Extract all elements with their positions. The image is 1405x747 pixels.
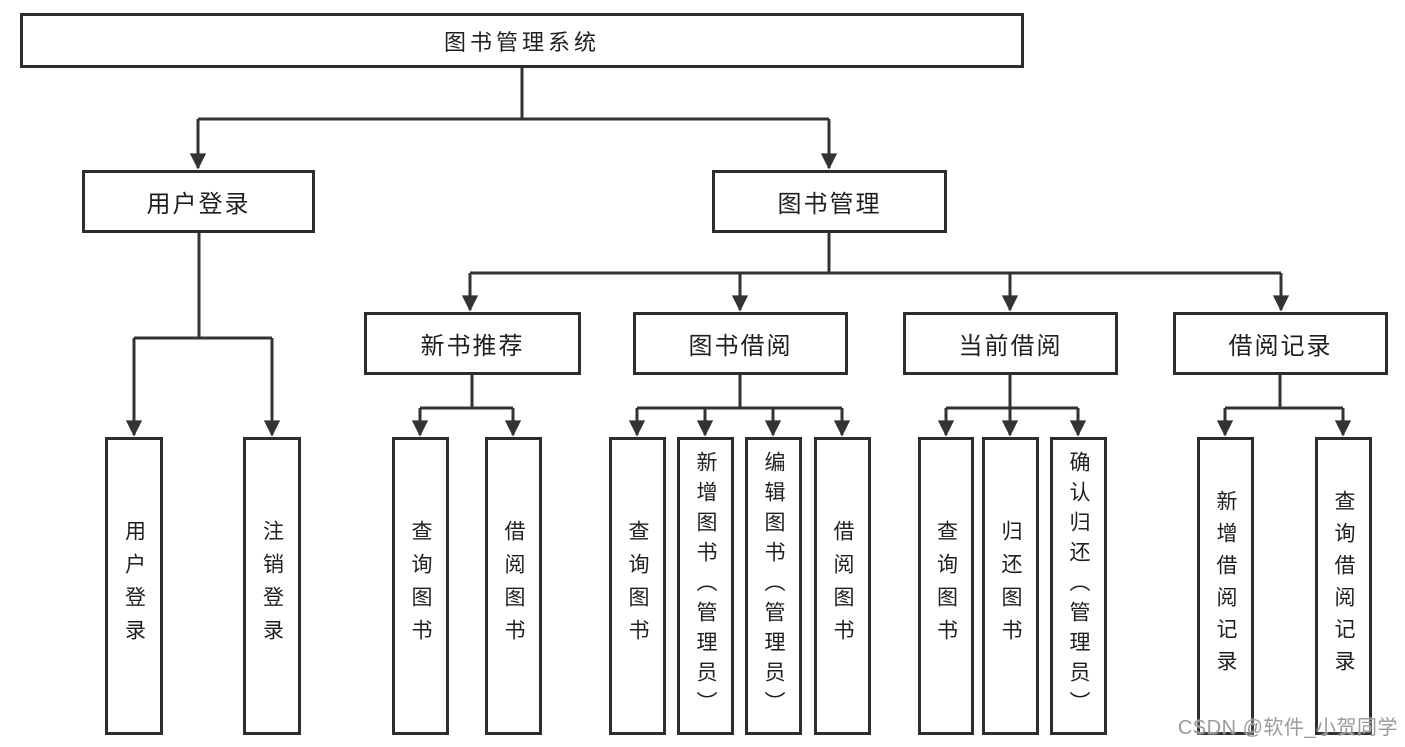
leaf-borrow-books: 借阅图书 xyxy=(485,437,542,735)
leaf-borrow-books-2: 借阅图书 xyxy=(814,437,871,735)
node-user-login: 用户登录 xyxy=(82,170,315,233)
leaf-query-books-3: 查询图书 xyxy=(918,437,974,735)
leaf-logout: 注销登录 xyxy=(243,437,301,735)
leaf-user-login: 用户登录 xyxy=(105,437,163,735)
csdn-watermark: CSDN @软件_小贺同学 xyxy=(1177,717,1398,739)
node-new-book-recommendation: 新书推荐 xyxy=(364,312,581,375)
leaf-edit-book-admin: 编辑图书（管理员） xyxy=(745,437,802,735)
leaf-query-books: 查询图书 xyxy=(392,437,449,735)
leaf-add-book-admin: 新增图书（管理员） xyxy=(677,437,734,735)
node-current-borrowing: 当前借阅 xyxy=(903,312,1118,375)
leaf-add-borrow-record: 新增借阅记录 xyxy=(1197,437,1254,735)
leaf-query-borrow-record: 查询借阅记录 xyxy=(1315,437,1372,735)
node-borrowing-records: 借阅记录 xyxy=(1173,312,1388,375)
leaf-confirm-return-admin: 确认归还（管理员） xyxy=(1050,437,1107,735)
leaf-query-books-2: 查询图书 xyxy=(609,437,666,735)
node-book-borrowing: 图书借阅 xyxy=(633,312,848,375)
node-book-management: 图书管理 xyxy=(712,170,947,233)
leaf-return-book: 归还图书 xyxy=(982,437,1039,735)
node-library-management-system: 图书管理系统 xyxy=(20,13,1024,68)
